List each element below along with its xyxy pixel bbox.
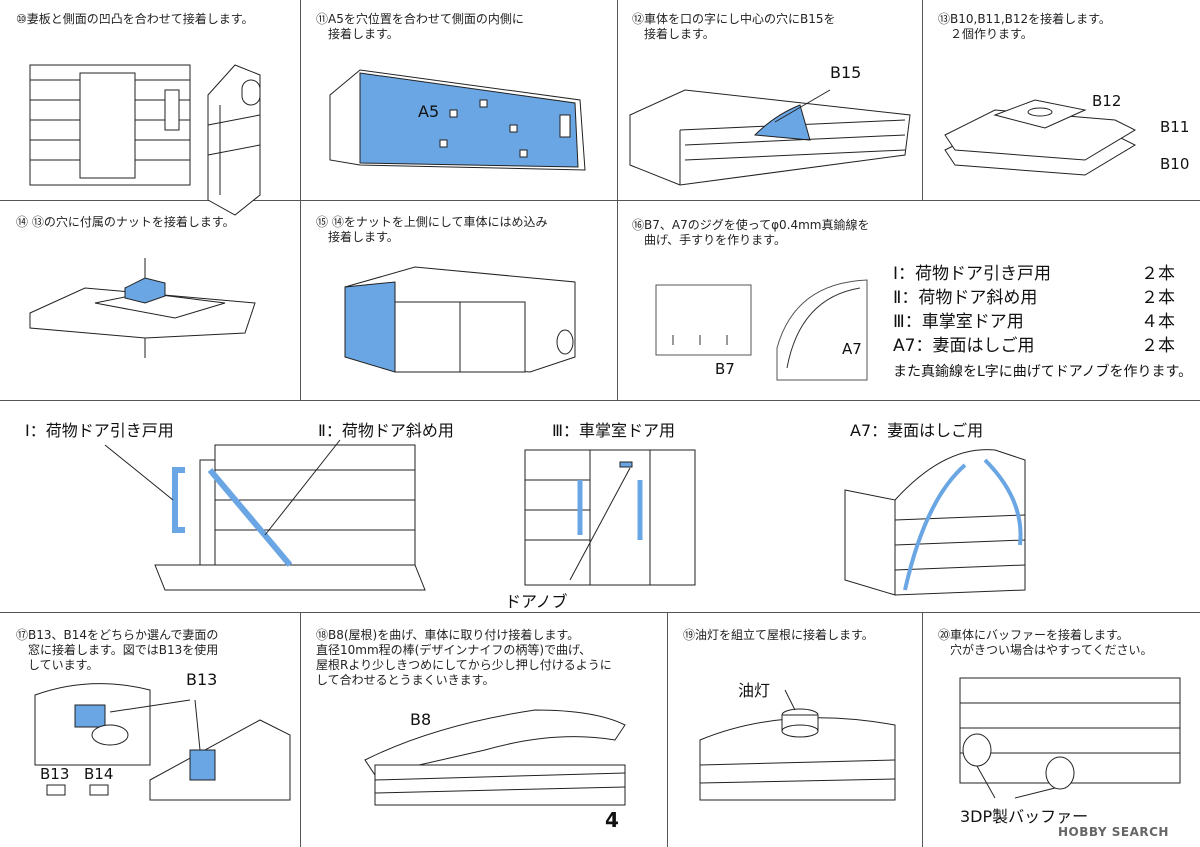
detail-end-ladder-diagram: [844, 449, 1026, 596]
col-divider: [617, 0, 618, 200]
step-12-diagram: [629, 89, 911, 186]
part-label-b14: B14: [84, 765, 114, 783]
doorknob-note: また真鍮線をL字に曲げてドアノブを作ります。: [893, 364, 1193, 380]
detail-conductor-door-diagram: [524, 449, 696, 586]
part-label-buffer: 3DP製バッファー: [960, 807, 1089, 826]
row-divider: [0, 200, 1200, 201]
doorknob-label: ドアノブ: [505, 592, 568, 611]
col-divider: [617, 200, 618, 400]
step-19-instruction: ⑲油灯を組立て屋根に接着します。: [683, 628, 874, 642]
b13-b14-parts: [46, 784, 109, 796]
step-18-instruction: ⑱B8(屋根)を曲げ、車体に取り付け接着します。 直径10mm程の棒(デザインナ…: [316, 628, 612, 687]
step-18-diagram: [364, 709, 626, 806]
step-20-diagram: [959, 677, 1181, 799]
part-label-b10: B10: [1160, 155, 1190, 173]
row-divider: [0, 400, 1200, 401]
step-11-diagram: [329, 69, 586, 171]
watermark-text: HOBBY SEARCH: [1058, 825, 1169, 839]
step-13-instruction: ⑬B10,B11,B12を接着します。 ２個作ります。: [938, 12, 1111, 41]
step-16-instruction: ⑯B7、A7のジグを使ってφ0.4mm真鍮線を 曲げ、手すりを作ります。: [632, 218, 870, 247]
part-label-b12: B12: [1092, 92, 1122, 110]
step-15-instruction: ⑮ ⑭をナットを上側にして車体にはめ込み 接着します。: [316, 215, 548, 244]
detail-label-3: Ⅲ：車掌室ドア用: [552, 421, 676, 440]
col-divider: [300, 612, 301, 847]
part-label-b13: B13: [40, 765, 70, 783]
step-17-diagram: [34, 683, 291, 801]
step-11-instruction: ⑪A5を穴位置を合わせて側面の内側に 接着します。: [316, 12, 524, 41]
col-divider: [922, 612, 923, 847]
detail-label-4: A7：妻面はしご用: [850, 421, 984, 440]
jig-b7-label: B7: [715, 360, 735, 378]
detail-label-2: Ⅱ：荷物ドア斜め用: [318, 421, 454, 440]
step-12-instruction: ⑫車体を口の字にし中心の穴にB15を 接着します。: [632, 12, 836, 41]
step-17-instruction: ⑰B13、B14をどちらか選んで妻面の 窓に接着します。図ではB13を使用 して…: [16, 628, 219, 672]
part-label-a5: A5: [418, 102, 440, 121]
step-14-diagram: [29, 258, 256, 358]
col-divider: [667, 612, 668, 847]
col-divider: [922, 0, 923, 200]
step-15-diagram: [344, 266, 576, 373]
detail-cargo-door-diagram: [104, 439, 426, 591]
col-divider: [300, 0, 301, 200]
step-19-diagram: [699, 689, 896, 801]
step-10-diagram: [29, 64, 261, 216]
step-14-instruction: ⑭ ⑬の穴に付属のナットを接着します。: [16, 215, 235, 229]
step-20-instruction: ⑳車体にバッファーを接着します。 穴がきつい場合はやすってください。: [938, 628, 1153, 657]
page-number: 4: [605, 808, 619, 832]
jig-a7-label: A7: [842, 340, 862, 358]
part-label-b8: B8: [410, 710, 432, 729]
part-label-oil-lamp: 油灯: [738, 681, 771, 700]
col-divider: [300, 200, 301, 400]
jig-b7-drawing: [655, 284, 752, 356]
part-label-b11: B11: [1160, 118, 1190, 136]
part-label-b15: B15: [830, 63, 862, 82]
jig-a7-drawing: [776, 279, 868, 381]
step-10-instruction: ⑩妻板と側面の凹凸を合わせて接着します。: [16, 12, 254, 26]
row-divider: [0, 612, 1200, 613]
detail-label-1: Ⅰ：荷物ドア引き戸用: [25, 421, 174, 440]
part-label-b13-main: B13: [186, 670, 218, 689]
step-13-diagram: [944, 99, 1137, 176]
